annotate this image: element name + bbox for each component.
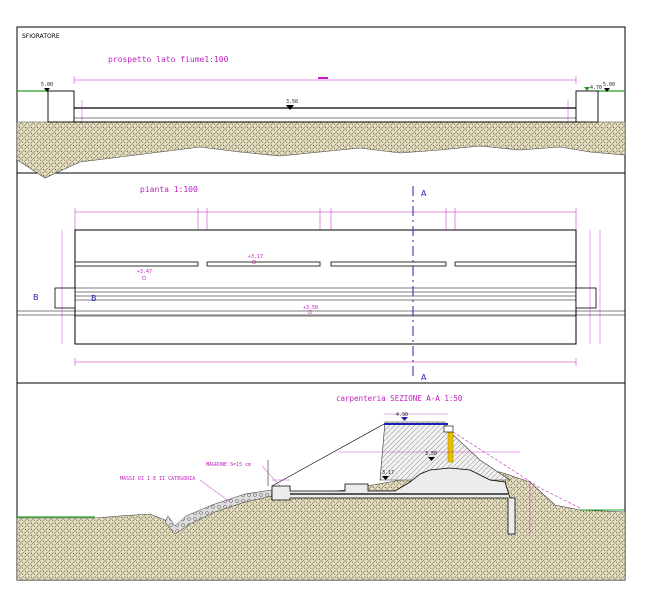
svg-text:4.70: 4.70 bbox=[590, 85, 602, 91]
section-title: carpenteria SEZIONE A-A 1:50 bbox=[336, 394, 463, 403]
plan-title: pianta 1:100 bbox=[140, 185, 198, 194]
level-mark-left: 5.00 bbox=[41, 82, 53, 92]
note-massi: MASSI DI I E II CATEGORIA bbox=[120, 476, 231, 503]
section-cut-label-left: B bbox=[33, 293, 39, 302]
right-abutment bbox=[575, 90, 599, 123]
svg-text:5.00: 5.00 bbox=[603, 82, 615, 88]
svg-text:MASSI DI I E II CATEGORIA: MASSI DI I E II CATEGORIA bbox=[120, 476, 195, 482]
svg-text:3.17: 3.17 bbox=[382, 470, 394, 476]
level-mark-right-green: 4.70 bbox=[584, 85, 602, 91]
plan-level-b: +3.17 bbox=[248, 254, 263, 265]
plan-level-a: +3.47 bbox=[137, 269, 152, 281]
section-level-mid: 3.17 bbox=[382, 470, 394, 480]
plan-slab bbox=[74, 229, 577, 345]
plan-level-c: +3.50 bbox=[303, 305, 318, 315]
weir-structure bbox=[271, 467, 516, 535]
section-cut-label-bottom: A bbox=[421, 373, 427, 382]
left-abutment bbox=[47, 90, 75, 123]
elevation-soil bbox=[16, 121, 626, 179]
svg-text:5.00: 5.00 bbox=[41, 82, 53, 88]
section-soil bbox=[16, 469, 626, 581]
section-level-crest: 4.90 bbox=[396, 412, 408, 421]
section-cut-label-left-inner: B bbox=[91, 294, 97, 303]
svg-text:3.50: 3.50 bbox=[286, 99, 298, 105]
level-mark-water: 3.50 bbox=[286, 99, 298, 110]
svg-text:+3.50: +3.50 bbox=[303, 305, 318, 311]
section-level-step: 3.50 bbox=[425, 451, 437, 461]
svg-text:3.50: 3.50 bbox=[425, 451, 437, 457]
plan-view: pianta 1:100 bbox=[17, 185, 625, 382]
elevation-title: prospetto lato fiume1:100 bbox=[108, 55, 229, 64]
svg-text:4.90: 4.90 bbox=[396, 412, 408, 418]
section-cut-label-top: A bbox=[421, 189, 427, 198]
svg-text:+3.47: +3.47 bbox=[137, 269, 152, 275]
svg-text:+3.17: +3.17 bbox=[248, 254, 263, 260]
retaining-wall bbox=[447, 431, 454, 463]
sheet-header-label: SFIORATORE bbox=[22, 33, 60, 40]
section-view: carpenteria SEZIONE A-A 1:50 bbox=[16, 394, 626, 581]
svg-text:MAGRONE S=15 cm: MAGRONE S=15 cm bbox=[206, 462, 251, 468]
level-mark-right: 5.00 bbox=[603, 82, 615, 92]
elevation-view: prospetto lato fiume1:100 5.00 5.00 bbox=[16, 55, 626, 179]
note-magrone: MAGRONE S=15 cm bbox=[206, 462, 281, 487]
